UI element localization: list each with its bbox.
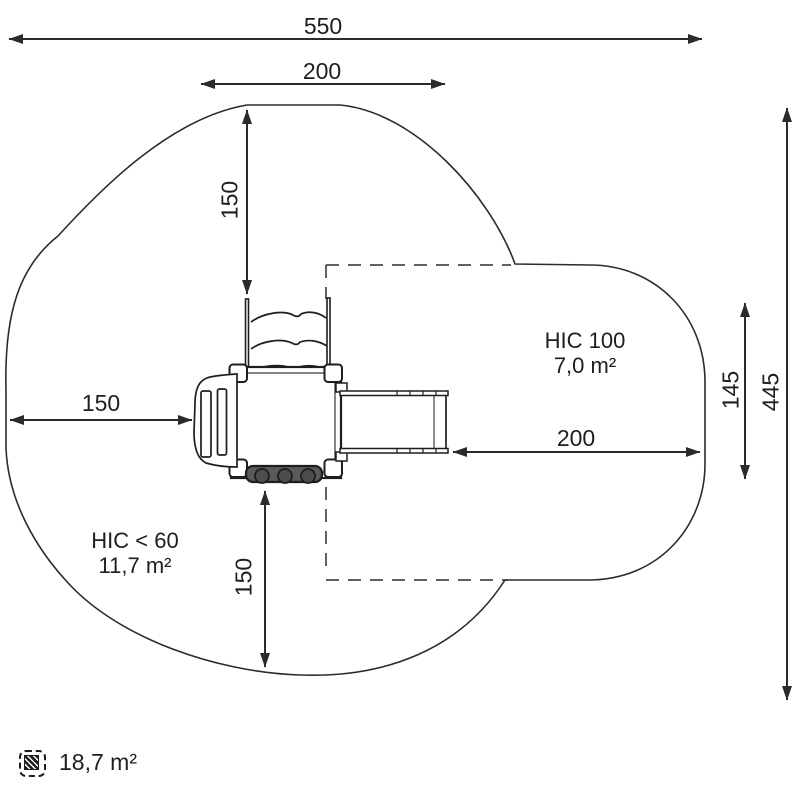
total-area-value: 18,7 m² — [59, 749, 137, 775]
hic100-area: 7,0 m² — [553, 353, 617, 378]
total-area-legend: 18,7 m² — [0, 744, 300, 784]
hic100-zone-dashed-boundary — [325, 264, 511, 581]
dim-550-label: 550 — [303, 13, 343, 39]
safety-area-outline — [5, 104, 706, 676]
dim-145-label: 145 — [717, 370, 744, 410]
hic60-area: 11,7 m² — [98, 553, 172, 578]
platform — [228, 363, 343, 480]
dim-150-left-label: 150 — [81, 390, 121, 416]
play-structure — [193, 297, 449, 484]
slide — [335, 382, 449, 462]
dim-150-top-label: 150 — [216, 180, 243, 220]
dim-150-bottom-label: 150 — [230, 557, 257, 597]
dim-445-label: 445 — [757, 372, 784, 412]
dimension-arrows — [8, 34, 792, 701]
dim-200-right-label: 200 — [556, 425, 596, 451]
bottom-access-bar — [244, 464, 324, 484]
corner-post — [323, 363, 343, 383]
hatched-square-icon — [19, 750, 46, 777]
left-climb-panel — [193, 373, 238, 468]
dim-200-top-label: 200 — [302, 58, 342, 84]
hic60-title: HIC < 60 — [91, 528, 179, 553]
hic100-zone-label: HIC 100 7,0 m² — [545, 328, 626, 378]
corner-post — [323, 458, 343, 478]
hic100-title: HIC 100 — [544, 328, 626, 353]
hic60-zone-label: HIC < 60 11,7 m² — [91, 528, 178, 578]
